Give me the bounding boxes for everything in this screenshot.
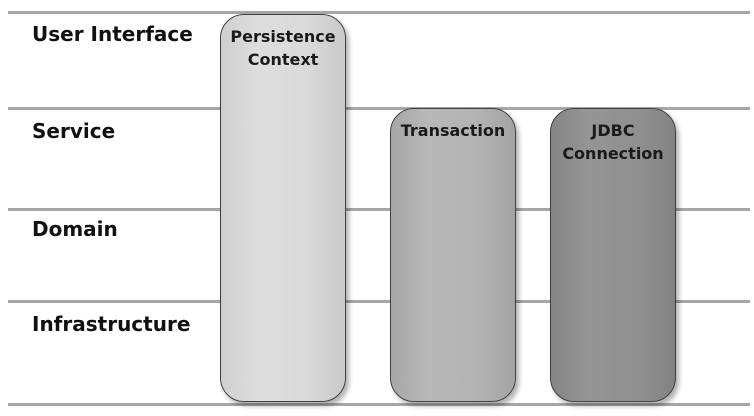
layer-rule-top bbox=[8, 11, 750, 14]
layer-rule-service bbox=[8, 107, 750, 110]
layer-label-infrastructure: Infrastructure bbox=[32, 312, 191, 336]
transaction-label: Transaction bbox=[400, 121, 506, 140]
layer-rule-domain bbox=[8, 208, 750, 211]
layer-label-user-interface: User Interface bbox=[32, 22, 193, 46]
persistence-context-label-line2: Context bbox=[247, 50, 319, 69]
jdbc-connection-label-line1: JDBC bbox=[591, 121, 635, 140]
jdbc-connection-box: JDBC Connection bbox=[550, 108, 676, 402]
layer-rule-infrastructure bbox=[8, 300, 750, 303]
persistence-context-label-line1: Persistence bbox=[230, 27, 336, 46]
jdbc-connection-label-line2: Connection bbox=[562, 144, 664, 163]
layer-rule-bottom bbox=[8, 403, 750, 406]
layer-label-domain: Domain bbox=[32, 217, 118, 241]
layer-label-service: Service bbox=[32, 119, 116, 143]
persistence-context-box: Persistence Context bbox=[220, 14, 346, 402]
transaction-box: Transaction bbox=[390, 108, 516, 402]
